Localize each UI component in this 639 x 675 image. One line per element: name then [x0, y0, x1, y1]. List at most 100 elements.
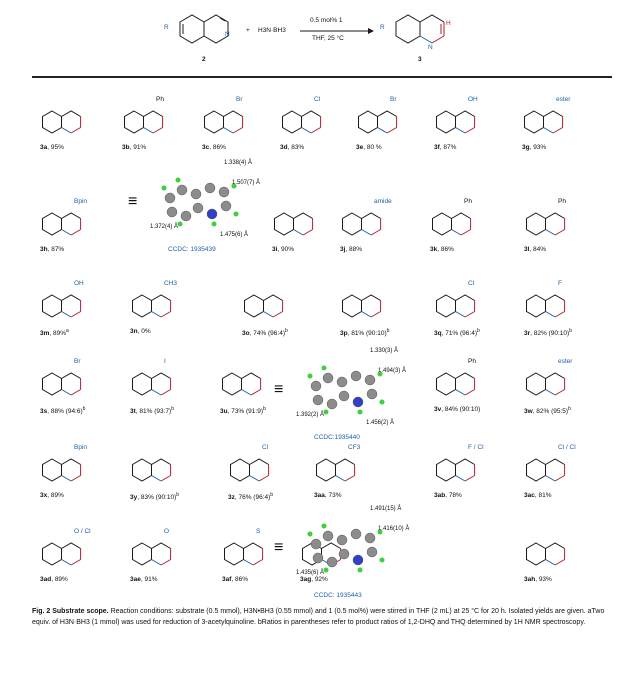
substrate-n-label: N [225, 31, 230, 38]
structure-3x [42, 458, 82, 482]
compound-yield: , 91% [129, 144, 147, 151]
carbon-atom [312, 552, 324, 564]
hydrogen-atom [357, 567, 363, 573]
compound-label-3aa: 3aa, 73% [314, 492, 341, 499]
structure-3c-skeleton [204, 110, 244, 134]
structure-3x-skeleton [42, 458, 82, 482]
structure-3j-skeleton [342, 212, 382, 236]
compound-yield: , 87% [47, 246, 65, 253]
compound-yield: , 89% [47, 492, 64, 499]
carbon-atom [350, 370, 362, 382]
substituent-label: O [164, 528, 170, 535]
scheme-drawing [179, 14, 445, 44]
product-n-label: N [428, 44, 433, 51]
bond-length-label: 1.435(6) Å [296, 570, 325, 576]
structure-3z [230, 458, 270, 482]
compound-label-3z: 3z, 76% (96:4)b [228, 492, 273, 501]
hydrogen-atom [307, 531, 313, 537]
structure-3ae-skeleton [132, 542, 172, 566]
carbon-atom [338, 548, 350, 560]
structure-3q-skeleton [436, 294, 476, 318]
compound-label-3h: 3h, 87% [40, 246, 64, 253]
compound-3d: 3d, 83%Cl [270, 88, 348, 154]
ball-and-stick-model [161, 177, 239, 227]
ball-and-stick-model [307, 365, 385, 415]
compound-label-3m: 3m, 89%a [40, 328, 69, 337]
compound-3e: 3e, 80 %Br [346, 88, 424, 154]
compound-yield: , 89% [51, 576, 68, 583]
compound-label-3v: 3v, 84% (90:10) [434, 406, 480, 413]
carbon-atom [310, 380, 322, 392]
substituent-label: Cl [468, 280, 475, 287]
compound-id: 3ae [130, 576, 141, 583]
hydrogen-atom [323, 567, 329, 573]
compound-yield: , 81% (93:7) [135, 408, 172, 416]
carbon-atom [164, 192, 176, 204]
compound-id: 3v [434, 406, 442, 413]
compound-id: 3f [434, 144, 440, 151]
compound-yield: , 95% [47, 144, 64, 151]
carbon-atom [180, 210, 192, 222]
structure-3k-skeleton [432, 212, 472, 236]
compound-label-3i: 3i, 90% [272, 246, 294, 253]
footnote-marker: b [263, 406, 266, 412]
compound-id: 3h [40, 246, 48, 253]
substituent-label: I [164, 358, 166, 365]
carbon-atom [218, 186, 230, 198]
structure-3g-skeleton [524, 110, 564, 134]
product-h-label: H [446, 20, 451, 27]
compound-yield: , 82% (90:10) [530, 330, 570, 338]
structure-3l [526, 212, 566, 236]
carbon-atom [166, 206, 178, 218]
compound-3l: 3l, 84%Ph [514, 190, 592, 256]
structure-3f [436, 110, 476, 134]
footnote-marker: b [386, 328, 390, 334]
hydrogen-atom [377, 371, 383, 377]
carbon-atom [364, 532, 376, 544]
carbon-atom [220, 200, 232, 212]
compound-id: 3m [40, 330, 50, 338]
carbon-atom [312, 394, 324, 406]
structure-3v [436, 372, 476, 396]
bond-length-label: 1.330(3) Å [370, 348, 399, 354]
product-number: 3 [418, 56, 422, 63]
structure-3i-skeleton [274, 212, 314, 236]
compound-3j: 3j, 88%amide [330, 190, 408, 256]
compound-id: 3z [228, 494, 235, 502]
equivalence-symbol: ≡ [274, 539, 284, 556]
structure-3a-skeleton [42, 110, 82, 134]
structure-3r-skeleton [526, 294, 566, 318]
compound-yield: , 90% [277, 246, 295, 253]
carbon-atom [364, 374, 376, 386]
structure-3e-skeleton [358, 110, 398, 134]
hydrogen-atom [161, 185, 167, 191]
structure-3h-skeleton [42, 212, 82, 236]
footnote-marker: b [270, 492, 274, 498]
structure-3j [342, 212, 382, 236]
substituent-label: F / Cl [468, 444, 484, 451]
compound-3ab: 3ab, 78%F / Cl [424, 436, 502, 502]
compound-label-3k: 3k, 86% [430, 246, 454, 253]
compound-yield: , 0% [137, 328, 151, 335]
hydrogen-atom [379, 557, 385, 563]
compound-label-3b: 3b, 91% [122, 144, 146, 151]
structure-3g [524, 110, 564, 134]
compound-id: 3q [434, 330, 442, 338]
compound-id: 3r [524, 330, 531, 338]
compound-id: 3i [272, 246, 278, 253]
structure-3u-skeleton [222, 372, 262, 396]
compound-3f: 3f, 87%OH [424, 88, 502, 154]
footnote-marker: b [568, 406, 571, 412]
compound-yield: , 86% [437, 246, 454, 253]
hydrogen-atom [211, 221, 217, 227]
structure-3m [42, 294, 82, 318]
structure-3l-skeleton [526, 212, 566, 236]
compound-label-3r: 3r, 82% (90:10)b [524, 328, 572, 337]
carbon-atom [190, 188, 202, 200]
substituent-label: Ph [468, 358, 476, 365]
compound-3u: 3u, 73% (91:9)b [210, 350, 288, 416]
compound-label-3q: 3q, 71% (96:4)b [434, 328, 480, 337]
compound-3aa: 3aa, 73%CF3 [304, 436, 382, 502]
structure-3m-skeleton [42, 294, 82, 318]
